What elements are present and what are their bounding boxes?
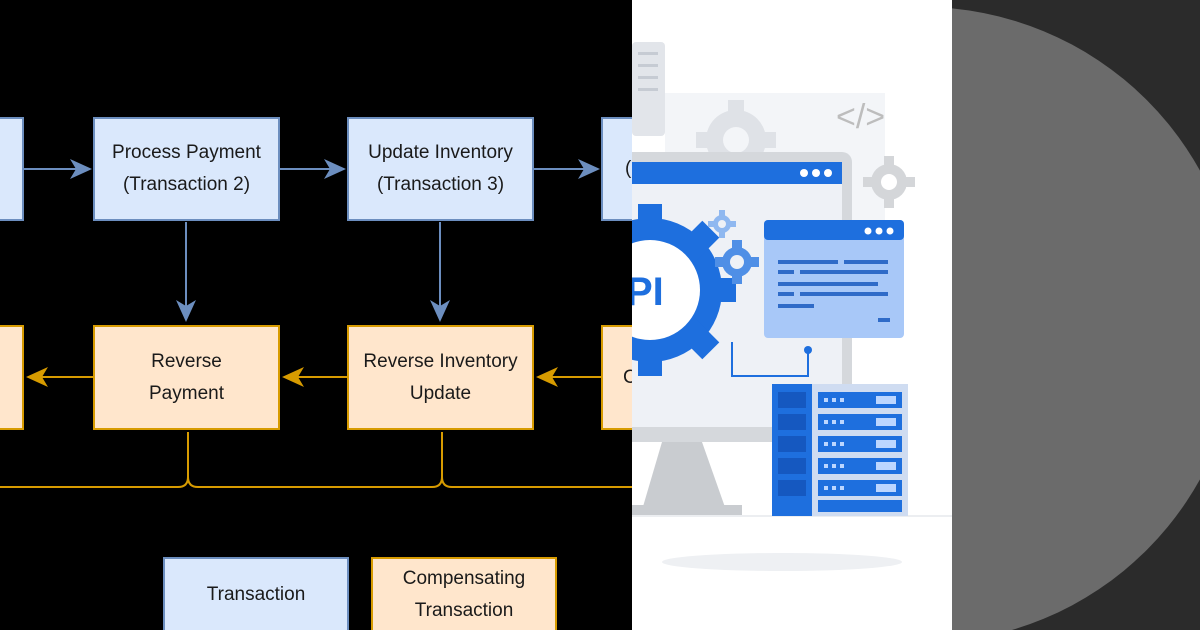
comp-box-reverse-payment: Reverse Payment [93,325,280,430]
legend-transaction-label: Transaction [206,583,306,605]
legend-compensating: Compensating Transaction [371,557,557,630]
compensation-bracket [0,432,632,488]
comp-box-partial-left [0,325,24,430]
transaction-box-update-inventory: Update Inventory (Transaction 3) [347,117,534,221]
decorative-circle [952,8,1200,630]
transaction-label: Update Inventory (Transaction 3) [368,142,513,195]
decorative-circle-panel [952,0,1200,630]
transaction-box-partial-right: ( [601,117,632,221]
api-illustration-panel: </> PI [632,0,952,630]
monitor-stand [642,442,726,510]
api-gear-label: PI [632,270,664,314]
legend-compensating-label: Compensating Transaction [402,567,526,621]
saga-diagram-panel: Process Payment (Transaction 2) Update I… [0,117,632,630]
connector-line [731,342,809,377]
comp-label: Reverse Inventory Update [363,350,518,404]
comp-box-reverse-inventory: Reverse Inventory Update [347,325,534,430]
comp-label: Reverse Payment [149,350,224,404]
comp-box-partial-right: C [601,325,632,430]
transaction-label: ( [625,158,632,179]
comp-label: C [623,366,632,388]
legend-transaction: Transaction [163,557,349,630]
code-tag-icon: </> [836,98,885,136]
monitor-titlebar [632,162,842,184]
api-illustration: </> PI [632,42,952,571]
diagram-connectors [0,159,632,488]
code-window [764,220,904,338]
transaction-label: Process Payment (Transaction 2) [112,142,261,195]
transaction-box-process-payment: Process Payment (Transaction 2) [93,117,280,221]
transaction-box-partial-left [0,117,24,221]
